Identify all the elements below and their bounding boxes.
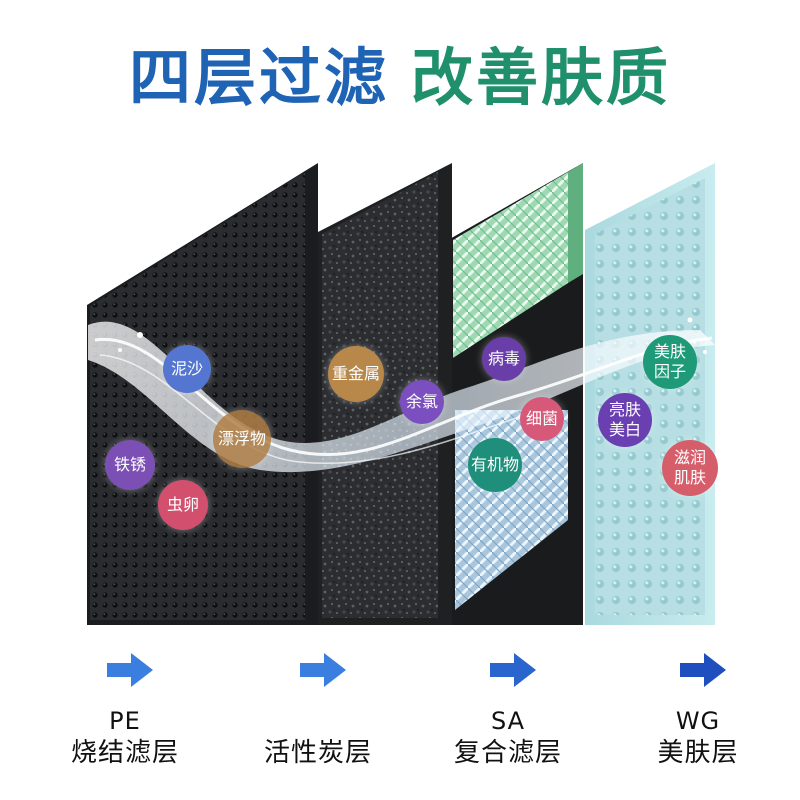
beauty-factor-badge: 美肤 因子 [643, 335, 697, 389]
layer-label-sa: SA 复合滤层 [428, 706, 588, 770]
layer-code: WG [675, 707, 721, 735]
moisturize-badge: 滋润 肌肤 [662, 440, 718, 496]
arrow-right-icon-shape [107, 653, 153, 687]
mud-badge: 泥沙 [163, 345, 211, 393]
layer-name: 烧结滤层 [70, 738, 179, 768]
layer-code: PE [109, 707, 141, 735]
title-part-2: 改善肤质 [411, 41, 672, 114]
layer-name: 美肤层 [657, 738, 739, 768]
eggs-badge: 虫卵 [158, 480, 208, 530]
title-part-1: 四层过滤 [128, 41, 389, 114]
arrow-right-icon [300, 653, 346, 687]
chlorine-badge: 余氯 [400, 380, 444, 424]
virus-badge: 病毒 [482, 337, 526, 381]
wg-layer-texture [595, 178, 705, 615]
brighten-badge: 亮肤 美白 [598, 393, 652, 447]
layer-name: 复合滤层 [453, 738, 562, 768]
page-title: 四层过滤改善肤质 [0, 38, 800, 118]
sa-green-mesh [453, 172, 568, 358]
layer-label-pe: PE 烧结滤层 [45, 706, 205, 770]
layer-name: 活性炭层 [263, 738, 372, 768]
arrow-right-icon [490, 653, 536, 687]
layer-label-carbon: 活性炭层 [238, 706, 398, 770]
bacteria-badge: 细菌 [520, 397, 564, 441]
layer-code [238, 706, 398, 736]
rust-badge: 铁锈 [105, 440, 155, 490]
arrow-right-icon [680, 653, 726, 687]
heavy-metal-badge: 重金属 [328, 346, 384, 402]
layer-label-wg: WG 美肤层 [618, 706, 778, 770]
arrow-right-icon [107, 653, 153, 687]
layer-code: SA [490, 707, 526, 735]
organics-badge: 有机物 [468, 438, 522, 492]
floaters-badge: 漂浮物 [213, 410, 271, 468]
carbon-layer-texture [322, 172, 438, 618]
